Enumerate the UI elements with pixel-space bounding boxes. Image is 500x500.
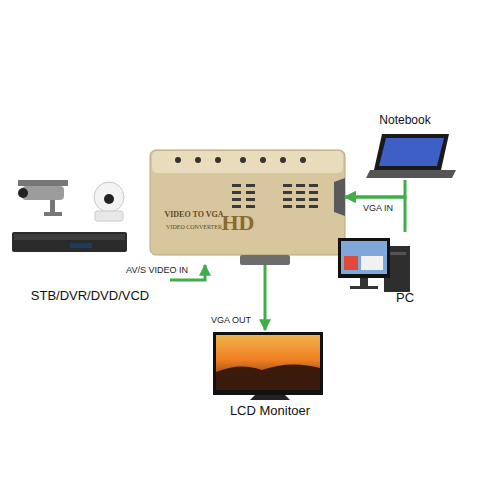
- vga-port: [334, 178, 345, 216]
- laptop-screen: [379, 138, 444, 166]
- camera-mount: [50, 200, 55, 213]
- signal-arrow: [345, 197, 405, 232]
- product-text: VIDEO CONVERTER: [158, 224, 230, 231]
- vent-slot: [296, 191, 305, 194]
- converter-top: [152, 151, 343, 173]
- vga-port: [240, 255, 290, 265]
- bullet-camera: [22, 186, 64, 200]
- monitor-screen: [341, 241, 387, 274]
- product-text: VIDEO TO VGA: [158, 210, 230, 219]
- av-jack: [280, 157, 286, 163]
- camera-lens: [104, 194, 114, 204]
- signal-label: AV/S VIDEO IN: [112, 265, 202, 275]
- vent-slot: [232, 191, 241, 194]
- signal-arrow: [264, 265, 267, 330]
- device-label: PC: [340, 291, 470, 306]
- device-node: STB/DVR/DVD/VCD: [10, 175, 170, 308]
- vent-slot: [296, 184, 305, 187]
- device-label: Notebook: [360, 114, 450, 128]
- device-node: Notebook: [360, 112, 450, 180]
- screen-tile: [344, 256, 358, 270]
- camera-base: [95, 211, 123, 221]
- drive-bay: [388, 252, 406, 255]
- device-node: PC: [340, 232, 470, 308]
- vent-slot: [296, 198, 305, 201]
- device-label: STB/DVR/DVD/VCD: [10, 289, 170, 304]
- av-jack: [300, 157, 306, 163]
- lcd-stand: [250, 395, 290, 400]
- vent-slot: [283, 184, 292, 187]
- av-jack: [240, 157, 246, 163]
- dvd-player: [12, 232, 127, 252]
- camera-mount: [44, 212, 62, 216]
- av-jack: [215, 157, 221, 163]
- vent-slot: [232, 205, 241, 208]
- av-jack: [260, 157, 266, 163]
- brand-mark: HD: [220, 210, 256, 235]
- lcd-screen: [216, 335, 320, 390]
- vent-slot: [246, 191, 255, 194]
- monitor-stand: [360, 278, 368, 286]
- camera-hood: [18, 180, 68, 186]
- laptop-base: [366, 170, 456, 178]
- device-node: LCD Monitoer: [200, 330, 340, 422]
- vent-slot: [246, 198, 255, 201]
- camera-lens: [18, 188, 28, 198]
- vent-slot: [246, 205, 255, 208]
- screen-tile: [361, 256, 383, 270]
- vent-slot: [309, 205, 318, 208]
- vent-slot: [283, 191, 292, 194]
- av-jack: [195, 157, 201, 163]
- vent-slot: [232, 184, 241, 187]
- converter-body: [150, 150, 345, 255]
- pc-monitor: [338, 238, 390, 278]
- device-label: LCD Monitoer: [200, 404, 340, 419]
- lcd-frame: [213, 332, 323, 395]
- screen-hills: [216, 364, 320, 390]
- disc-tray: [14, 234, 125, 240]
- vent-slot: [283, 198, 292, 201]
- vent-slot: [246, 184, 255, 187]
- vent-slot: [283, 205, 292, 208]
- dome-camera: [94, 182, 124, 212]
- vent-slot: [309, 191, 318, 194]
- laptop-lid: [374, 134, 449, 170]
- monitor-stand: [350, 286, 378, 289]
- converter-box: VIDEO TO VGAHDVIDEO CONVERTER: [150, 150, 345, 265]
- vent-slot: [296, 205, 305, 208]
- av-jack: [175, 157, 181, 163]
- vent-slot: [232, 198, 241, 201]
- signal-label: VGA IN: [350, 203, 406, 213]
- signal-label: VGA OUT: [200, 315, 262, 325]
- vent-slot: [309, 184, 318, 187]
- player-display: [70, 243, 92, 248]
- signal-arrow: [345, 180, 405, 197]
- vent-slot: [309, 198, 318, 201]
